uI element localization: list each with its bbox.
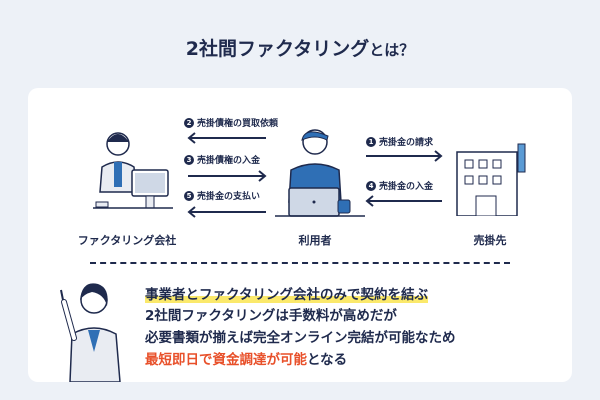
note-text: となる: [307, 352, 348, 368]
note-line-2: 2社間ファクタリングは手数料が高めだが: [145, 308, 397, 324]
divider: [90, 262, 510, 264]
highlight-text: 事業者とファクタリング会社のみで契約を結ぶ: [145, 287, 428, 303]
flow-text: 売掛金の入金: [379, 182, 434, 192]
arrow-left-icon: [187, 132, 266, 144]
user-illustration: [275, 129, 365, 217]
arrow-left-icon: [365, 195, 442, 207]
factoring-staff-illustration: [93, 132, 173, 209]
step-number: 1: [366, 137, 376, 147]
actor-debtor: 売掛先: [473, 234, 507, 247]
arrow-right-icon: [188, 170, 267, 182]
title-suffix: とは？: [369, 41, 415, 59]
arrow-left-icon: [187, 206, 266, 218]
advisor-illustration: [60, 283, 121, 382]
step-number: 4: [366, 181, 376, 191]
building-icon: [456, 143, 526, 216]
step-number: 2: [184, 118, 194, 128]
flow-text: 売掛債権の入金: [197, 156, 261, 166]
title-main: 2社間ファクタリング: [185, 38, 370, 60]
emphasis-text: 最短即日で資金調達が可能: [145, 352, 307, 368]
step-number: 3: [184, 155, 194, 165]
flow-text: 売掛金の請求: [379, 138, 434, 148]
note-line-4: 最短即日で資金調達が可能となる: [145, 348, 347, 368]
note-highlight: 事業者とファクタリング会社のみで契約を結ぶ: [145, 283, 428, 303]
flow-text: 売掛金の支払い: [197, 192, 261, 202]
actor-user: 利用者: [298, 234, 332, 247]
arrow-right-icon: [366, 150, 443, 162]
note-line-3: 必要書類が揃えば完全オンライン完結が可能なため: [145, 330, 456, 346]
flow-text: 売掛債権の買取依頼: [197, 119, 279, 129]
page-title: 2社間ファクタリングとは？: [0, 34, 600, 61]
step-number: 5: [184, 191, 194, 201]
actor-factoring-company: ファクタリング会社: [77, 234, 177, 247]
